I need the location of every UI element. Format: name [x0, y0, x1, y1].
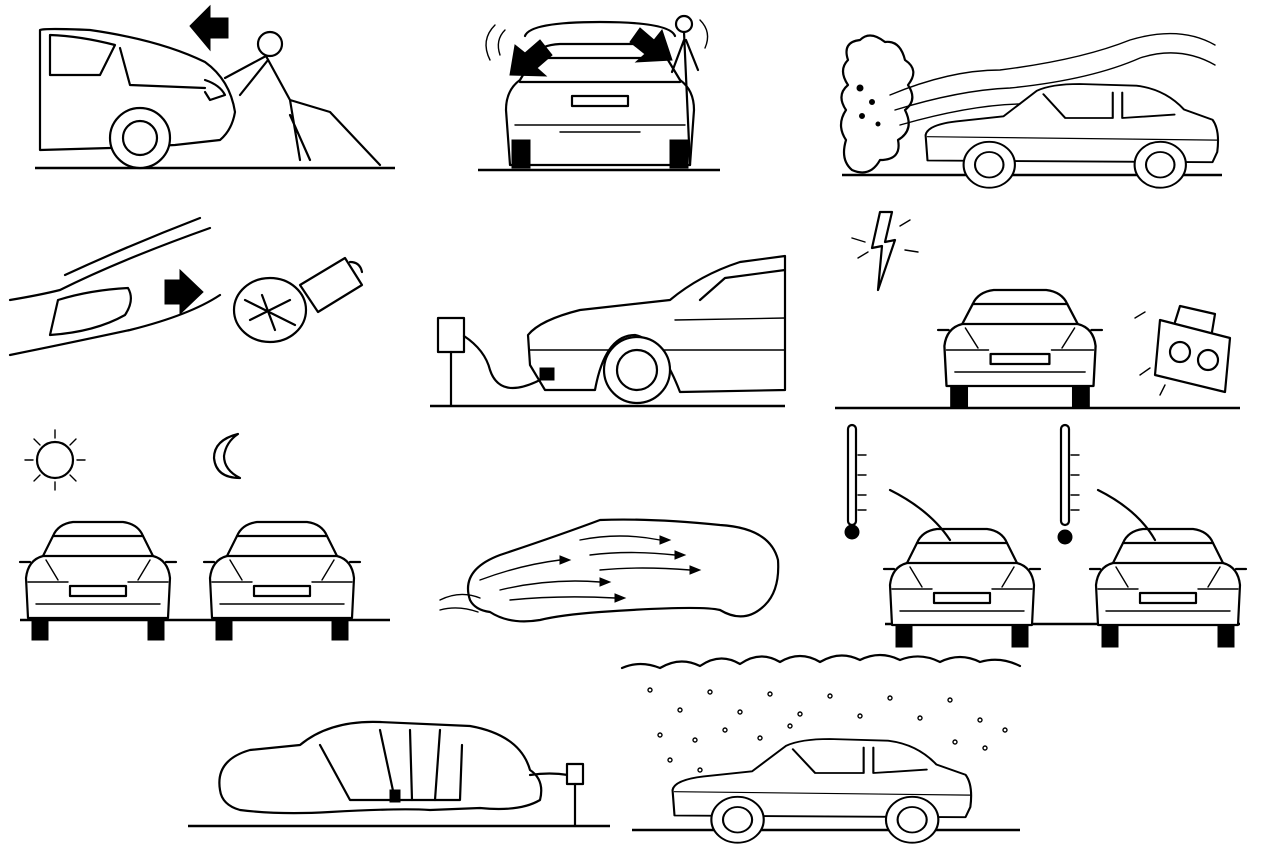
- panel-day-night: [18, 429, 390, 642]
- moon-icon: [212, 432, 242, 480]
- cloud-icon: [620, 653, 1022, 670]
- airflow-icon: [439, 535, 702, 613]
- panel-close-trunk: [478, 14, 720, 172]
- rain-drops: [647, 687, 1008, 773]
- panel-exhaust-smoke: [839, 32, 1222, 189]
- arrow-icon: [189, 4, 229, 52]
- bulb-icon: [232, 256, 364, 344]
- arrow-icon: [164, 268, 204, 316]
- smoke-icon: [839, 34, 915, 174]
- thermometer-icon: [1057, 423, 1080, 545]
- plug-icon: [436, 316, 555, 407]
- panel-rain: [620, 653, 1022, 844]
- panel-interior-power: [188, 720, 610, 828]
- panel-temperature: [844, 423, 1248, 649]
- thermometer-icon: [844, 423, 867, 540]
- plug-icon: [528, 762, 585, 828]
- panel-radio-interference: [835, 210, 1240, 410]
- radio-icon: [1134, 304, 1232, 396]
- panel-airflow: [439, 518, 780, 623]
- panel-tail-lamp-bulb: [8, 216, 364, 357]
- lightning-icon: [851, 210, 919, 292]
- sun-icon: [24, 429, 86, 491]
- arrow-icon: [509, 27, 673, 77]
- panel-push-tailgate: [35, 4, 395, 170]
- panel-external-power: [430, 254, 787, 408]
